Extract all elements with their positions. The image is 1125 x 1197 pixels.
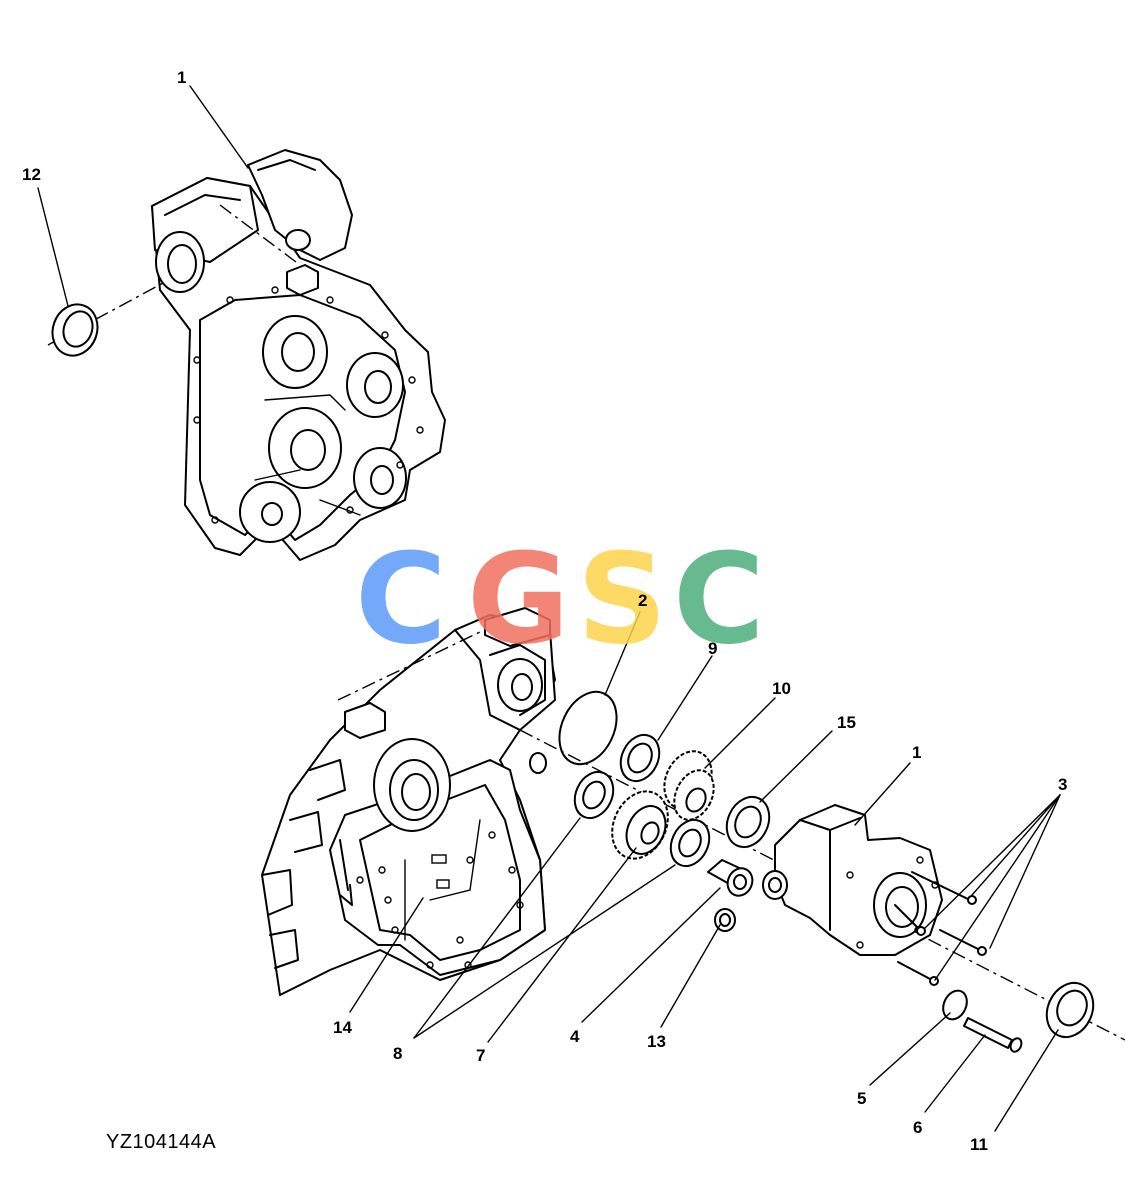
bearing-15 bbox=[725, 795, 771, 849]
callout-12: 12 bbox=[22, 165, 41, 184]
callout-7: 7 bbox=[476, 1046, 485, 1065]
callout-11: 11 bbox=[970, 1135, 988, 1154]
watermark: C G S C bbox=[355, 527, 765, 672]
seal-11 bbox=[1045, 981, 1095, 1039]
upper-gear-housing bbox=[151, 149, 446, 561]
callout-1-upper: 1 bbox=[177, 68, 186, 87]
callout-8: 8 bbox=[393, 1044, 402, 1063]
seal-12 bbox=[51, 303, 99, 357]
shaft-4 bbox=[707, 859, 754, 897]
bolt-6 bbox=[963, 1017, 1023, 1053]
watermark-letter-s: S bbox=[577, 527, 667, 672]
callout-13: 13 bbox=[647, 1032, 666, 1051]
bearing-8a bbox=[573, 770, 615, 820]
o-ring-5 bbox=[942, 989, 968, 1021]
bearing-8b bbox=[669, 818, 711, 868]
leader-lines bbox=[37, 85, 1061, 1132]
callout-4: 4 bbox=[570, 1027, 580, 1046]
gear-7 bbox=[611, 790, 669, 860]
watermark-letter-c1: C bbox=[355, 527, 447, 672]
lower-front-cover bbox=[261, 607, 556, 996]
callout-9: 9 bbox=[708, 639, 717, 658]
callout-5: 5 bbox=[857, 1089, 866, 1108]
callout-14: 14 bbox=[333, 1018, 352, 1037]
bolts-3 bbox=[894, 871, 987, 986]
callout-6: 6 bbox=[913, 1118, 922, 1137]
callout-labels: 1 12 2 9 10 15 1 3 14 8 7 4 13 5 6 11 bbox=[22, 68, 1067, 1154]
watermark-letter-g: G bbox=[467, 527, 570, 672]
o-ring-2 bbox=[558, 690, 618, 766]
callout-10: 10 bbox=[772, 679, 791, 698]
pump-housing-1 bbox=[762, 804, 943, 956]
watermark-letter-c2: C bbox=[673, 527, 765, 672]
callout-2: 2 bbox=[638, 591, 647, 610]
gear-10 bbox=[663, 750, 715, 821]
callout-15: 15 bbox=[837, 713, 856, 732]
bearing-9 bbox=[619, 733, 661, 783]
callout-1-lower: 1 bbox=[912, 743, 921, 762]
figure-id: YZ104144A bbox=[106, 1131, 217, 1153]
callout-3: 3 bbox=[1058, 775, 1067, 794]
